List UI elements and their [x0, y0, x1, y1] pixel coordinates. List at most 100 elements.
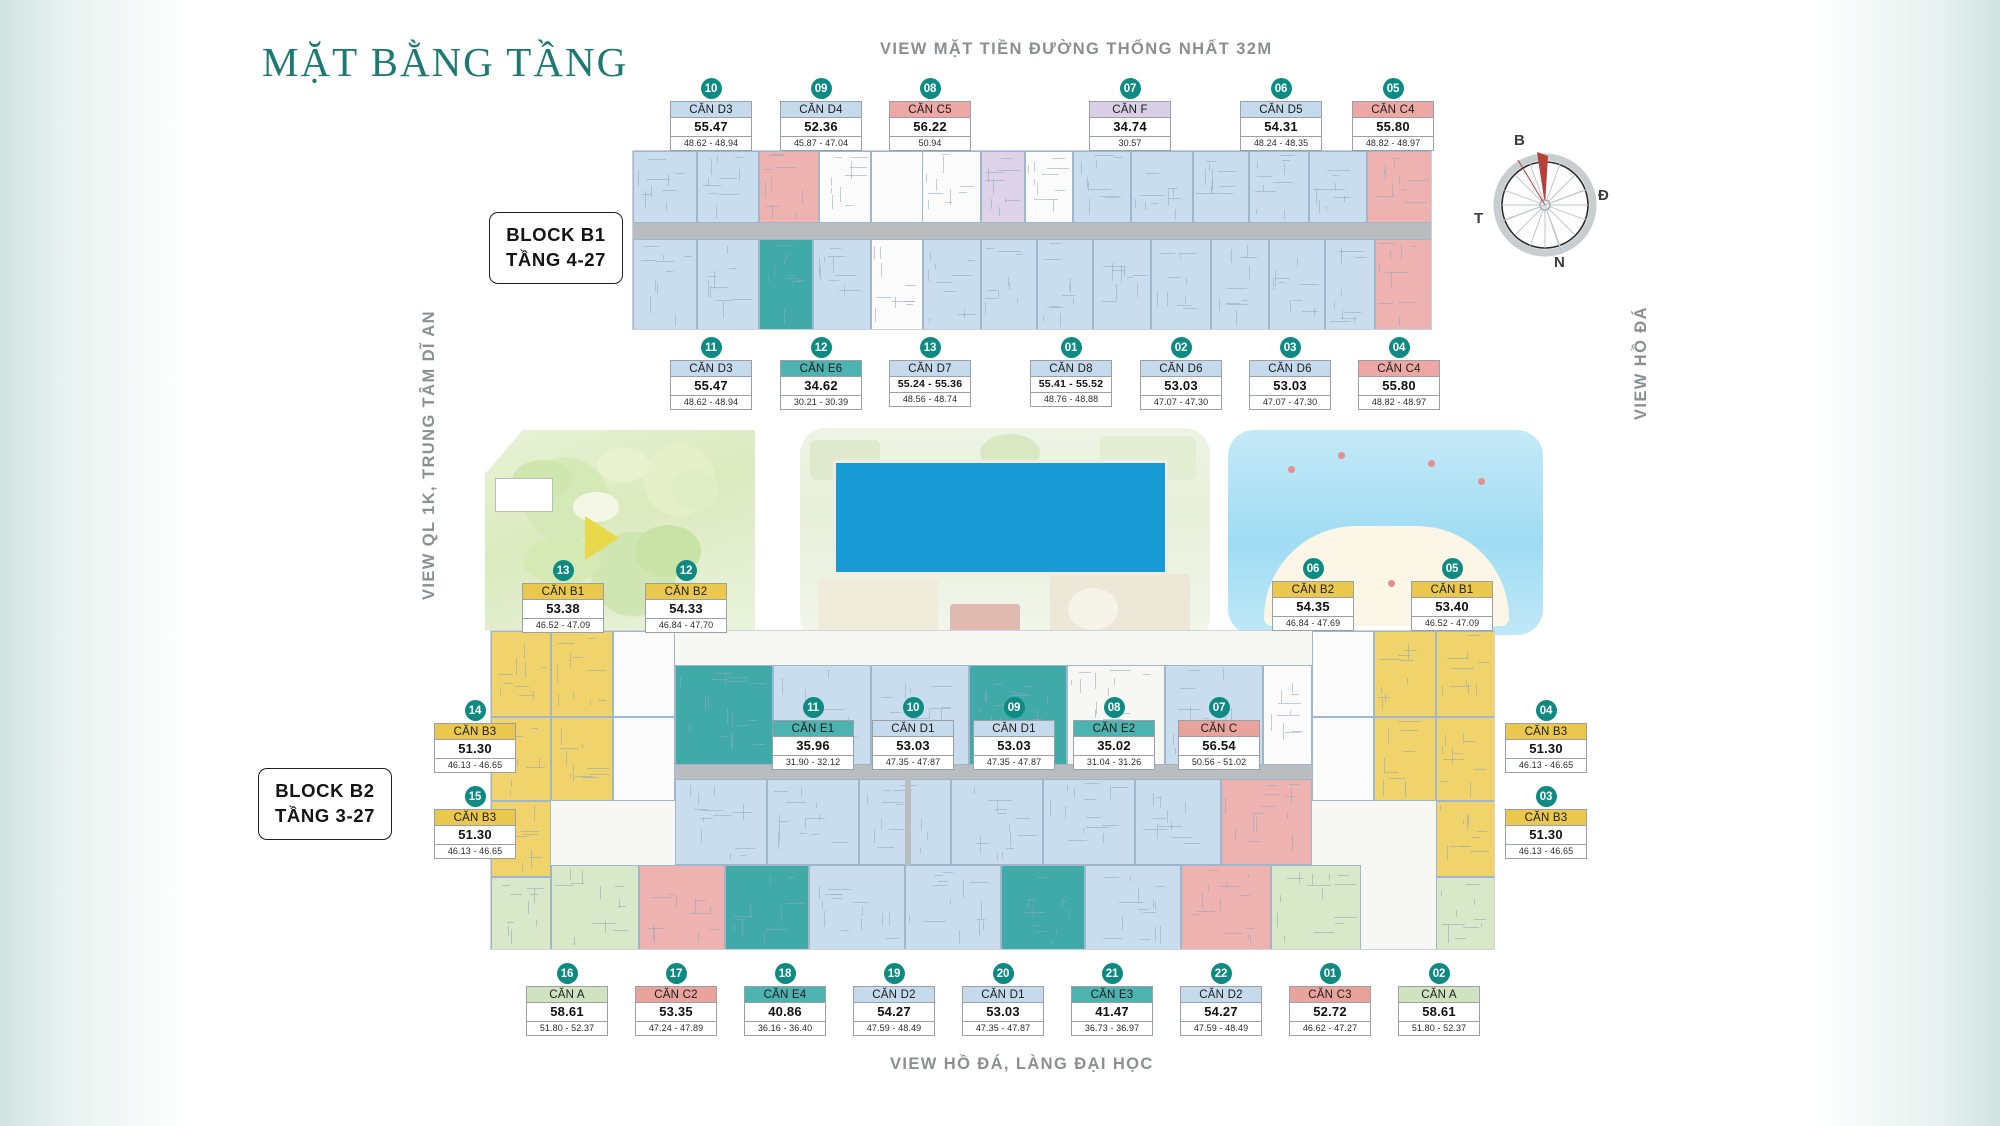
floorplan-wall [1261, 806, 1276, 808]
floorplan-wall [1384, 271, 1409, 273]
unit-carpet-area: 46.13 - 46.65 [447, 846, 503, 856]
floorplan-unit-block [1037, 239, 1093, 329]
floorplan-wall [1335, 922, 1344, 924]
floorplan-wall [1102, 833, 1104, 844]
floorplan-wall [640, 260, 656, 262]
unit-carpet-area: 50.56 - 51.02 [1191, 757, 1247, 767]
floorplan-wall [1314, 307, 1316, 317]
floorplan-wall [957, 313, 977, 315]
floorplan-wall [1062, 294, 1075, 296]
unit-area: 54.33 [646, 600, 726, 619]
floorplan-wall [849, 167, 868, 169]
floorplan-wall [786, 801, 806, 803]
floorplan-wall [697, 933, 699, 942]
unit-number-badge: 05 [1382, 78, 1404, 99]
floorplan-wall [1332, 189, 1345, 191]
floorplan-unit-block [1093, 239, 1151, 329]
floorplan-wall [1274, 278, 1290, 280]
floorplan-wall [1222, 669, 1224, 681]
floorplan-wall [1252, 815, 1254, 833]
floorplan-wall [984, 297, 997, 299]
floorplan-wall [1254, 191, 1277, 193]
floorplan-wall [612, 929, 629, 931]
compass-west-label: T [1474, 210, 1484, 227]
floorplan-wall [674, 173, 685, 175]
floorplan-wall [1404, 781, 1406, 798]
floorplan-wall [891, 301, 915, 303]
floorplan-wall [1217, 886, 1240, 888]
floorplan-wall [1442, 924, 1466, 926]
unit-carpet-area: 31.04 - 31.26 [1086, 757, 1142, 767]
floorplan-wall [923, 920, 946, 922]
floorplan-wall [1184, 801, 1186, 814]
unit-area: 53.40 [1412, 598, 1492, 617]
floorplan-wall [1036, 182, 1038, 195]
floorplan-wall [1160, 798, 1162, 808]
floorplan-wall [1133, 274, 1147, 276]
floorplan-wall [784, 278, 800, 280]
floorplan-wall [637, 169, 639, 186]
floorplan-wall [980, 835, 982, 854]
floorplan-wall [967, 260, 975, 262]
floorplan-wall [1322, 888, 1324, 900]
unit-number-badge: 14 [464, 700, 486, 721]
floorplan-wall [841, 930, 850, 932]
unit-number-badge: 07 [1208, 697, 1230, 718]
floorplan-wall [998, 251, 1021, 253]
unit-carpet-area: 47.59 - 48.49 [866, 1023, 922, 1033]
floorplan-wall [832, 256, 834, 274]
floorplan-wall [1086, 817, 1100, 819]
floorplan-wall [726, 677, 749, 679]
floorplan-wall [1179, 253, 1197, 255]
floorplan-wall [832, 194, 834, 209]
floorplan-wall [1168, 190, 1170, 206]
unit-name: CĂN C4 [1353, 102, 1433, 118]
floorplan-wall [581, 777, 599, 779]
floorplan-wall [1202, 718, 1210, 720]
floorplan-wall [696, 899, 707, 901]
floorplan-wall [1389, 249, 1391, 261]
floorplan-wall [718, 672, 732, 674]
floorplan-wall [895, 296, 897, 309]
lagoon-marker [1388, 580, 1395, 587]
floorplan-wall [905, 684, 907, 699]
floorplan-wall [1105, 197, 1120, 199]
